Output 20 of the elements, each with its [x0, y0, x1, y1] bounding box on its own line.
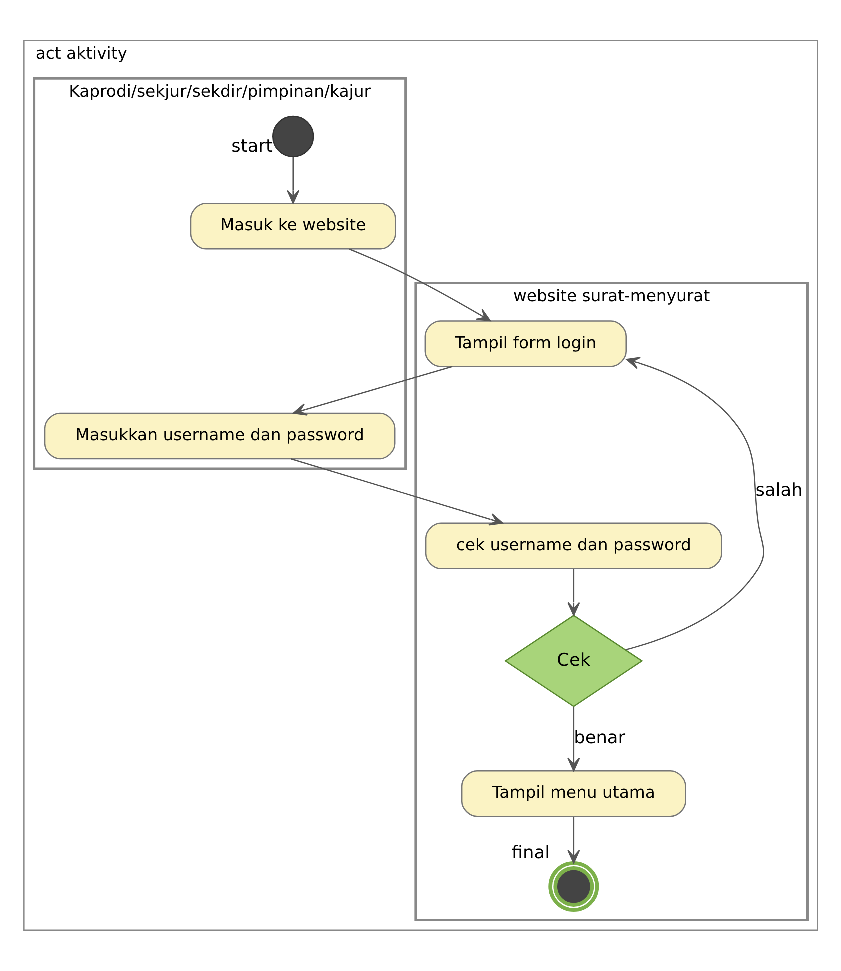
node-label: final — [511, 844, 550, 864]
node-box: Masuk ke website — [190, 203, 396, 250]
arrow — [567, 706, 580, 772]
arrow — [348, 248, 491, 322]
arrow — [625, 357, 764, 651]
arrow — [290, 458, 503, 526]
arrow — [567, 817, 580, 864]
node-circle — [272, 116, 314, 158]
node-box: Tampil menu utama — [460, 770, 686, 818]
edge-label: benar — [574, 728, 626, 749]
node-label: start — [231, 137, 272, 158]
node-box: Masukkan username dan password — [44, 412, 396, 460]
arrow — [292, 366, 452, 416]
edge-label: salah — [755, 480, 802, 501]
node-circle — [548, 861, 599, 912]
arrow — [567, 569, 580, 616]
node-box: Tampil form login — [424, 320, 626, 368]
node-box: cek username dan password — [424, 522, 722, 570]
node-diamond: Cek — [504, 614, 643, 708]
arrow — [286, 157, 300, 204]
